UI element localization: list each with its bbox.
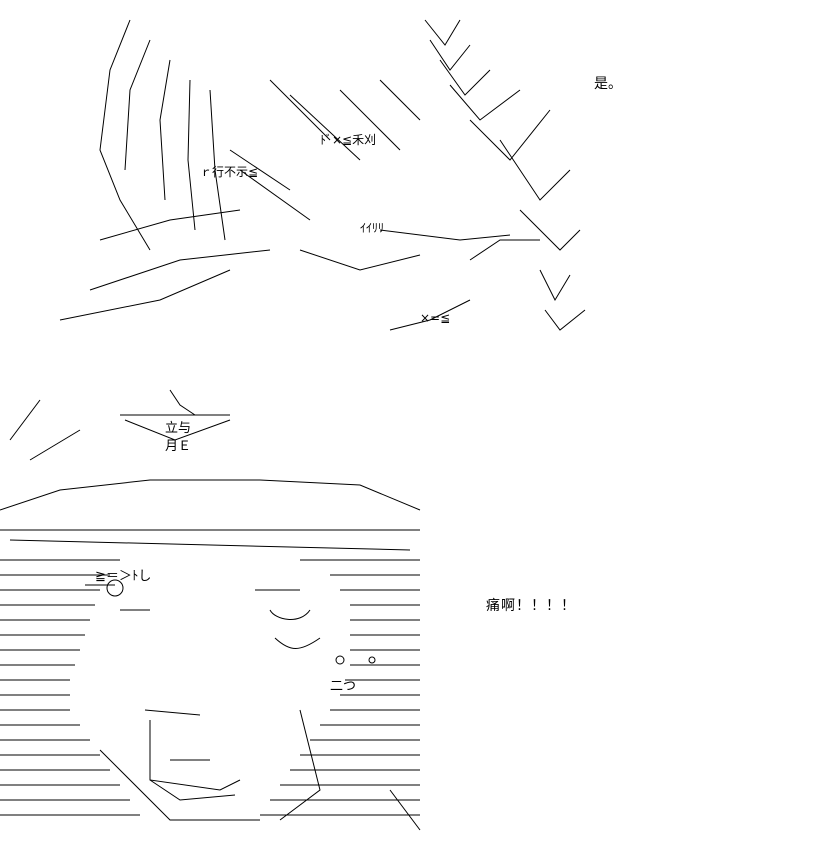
art-label-3: ｲｲﾘﾘ — [360, 221, 384, 235]
caption-bottom: 痛啊！！！！ — [486, 598, 576, 614]
ascii-art-bottom-drawing: 立与 月Ｅ 二つ ≧＝＞ﾄし — [0, 389, 421, 831]
ascii-art-panel-bottom: 立与 月Ｅ 二つ ≧＝＞ﾄし — [0, 370, 834, 850]
art-label-bottom-1: 二つ — [330, 679, 356, 694]
art-label-bottom-2: ≧＝＞ﾄし — [95, 569, 151, 584]
ascii-art-top-drawing: ｒ行不示≦ ﾄﾞ×≦禾刈 ｲｲﾘﾘ ×=≦ — [59, 19, 586, 331]
hat-label-1: 立与 — [165, 421, 191, 436]
caption-top: 是。 — [594, 76, 622, 92]
art-label-1: ｒ行不示≦ — [200, 165, 258, 179]
ascii-art-panel-top: ｒ行不示≦ ﾄﾞ×≦禾刈 ｲｲﾘﾘ ×=≦ — [0, 0, 834, 360]
art-label-2: ﾄﾞ×≦禾刈 — [320, 133, 376, 147]
art-label-4: ×=≦ — [420, 311, 450, 325]
hat-label-2: 月Ｅ — [165, 439, 191, 454]
